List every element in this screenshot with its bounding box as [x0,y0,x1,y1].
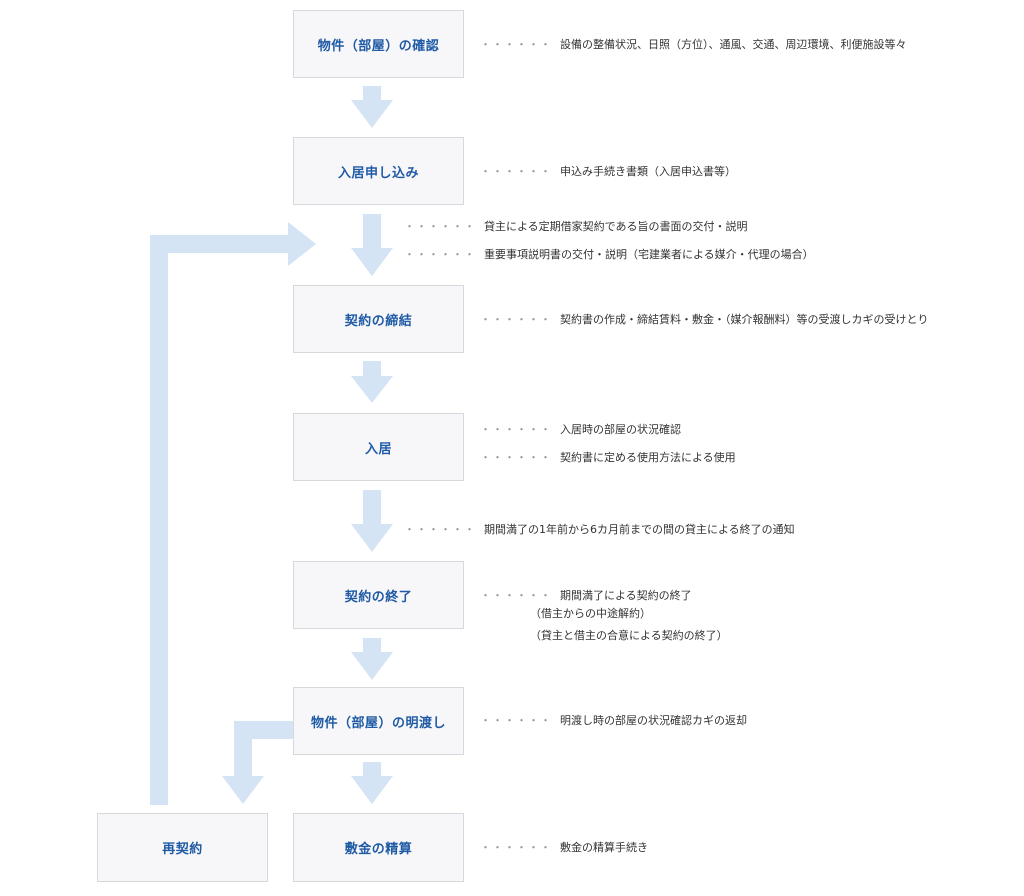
note-text: （借主からの中途解約） [530,607,651,620]
recontract-loop-arrow [150,222,316,805]
step-moushikomi-box: 入居申し込み [293,137,464,205]
dotted-leader: ・・・・・・ [480,165,552,178]
dotted-leader: ・・・・・・ [404,523,476,536]
step-kakunin-box: 物件（部屋）の確認 [293,10,464,78]
note-text: 敷金の精算手続き [560,841,648,854]
step-shuryo-box: 契約の終了 [293,561,464,629]
step-nyukyo-box: 入居 [293,413,464,481]
dotted-leader: ・・・・・・ [480,423,552,436]
note-akewatashi: ・・・・・・明渡し時の部屋の状況確認カギの返却 [480,714,747,728]
down-arrow-1 [351,86,393,128]
down-arrow-4 [351,490,393,552]
step-seisan-label: 敷金の精算 [344,842,413,857]
note-seisan: ・・・・・・敷金の精算手続き [480,841,648,855]
dotted-leader: ・・・・・・ [480,841,552,854]
step-seisan-box: 敷金の精算 [293,813,464,882]
note-text: 期間満了による契約の終了 [560,589,692,602]
note-text: 期間満了の1年前から6カ月前までの間の貸主による終了の通知 [484,523,795,536]
note-text: 明渡し時の部屋の状況確認カギの返却 [560,714,747,727]
dotted-leader: ・・・・・・ [480,313,552,326]
step-shuryo-label: 契約の終了 [344,589,413,605]
note-text: 設備の整備状況、日照（方位）、通風、交通、周辺環境、利便施設等々 [560,38,907,51]
step-saikeiyaku-label: 再契約 [162,842,203,857]
note-pre-teiketsu-2: ・・・・・・重要事項説明書の交付・説明（宅建業者による媒介・代理の場合） [404,248,814,262]
note-pre-teiketsu-1: ・・・・・・貸主による定期借家契約である旨の書面の交付・説明 [404,220,748,234]
step-teiketsu-box: 契約の締結 [293,285,464,353]
note-shuryo-2: （借主からの中途解約） [530,607,651,621]
note-text: 貸主による定期借家契約である旨の書面の交付・説明 [484,220,748,233]
dotted-leader: ・・・・・・ [480,451,552,464]
note-kakunin: ・・・・・・設備の整備状況、日照（方位）、通風、交通、周辺環境、利便施設等々 [480,38,907,52]
note-teiketsu: ・・・・・・契約書の作成・締結賃料・敷金・（媒介報酬料）等の受渡しカギの受けとり [480,313,929,327]
note-text: 重要事項説明書の交付・説明（宅建業者による媒介・代理の場合） [484,248,814,261]
down-arrow-6 [351,762,393,804]
note-text: 申込み手続き書類（入居申込書等） [560,165,736,178]
dotted-leader: ・・・・・・ [480,714,552,727]
note-nyukyo-1: ・・・・・・入居時の部屋の状況確認 [480,423,681,437]
dotted-leader: ・・・・・・ [404,248,476,261]
note-shuryo-1: ・・・・・・期間満了による契約の終了 [480,589,692,603]
note-text: 入居時の部屋の状況確認 [560,423,681,436]
step-nyukyo-label: 入居 [364,441,392,457]
step-akewatashi-label: 物件（部屋）の明渡し [310,715,446,731]
note-text: 契約書の作成・締結賃料・敷金・（媒介報酬料）等の受渡しカギの受けとり [560,313,929,326]
dotted-leader: ・・・・・・ [480,38,552,51]
dotted-leader: ・・・・・・ [480,589,552,602]
down-arrow-2 [351,214,393,276]
note-shuryo-3: （貸主と借主の合意による契約の終了） [530,629,728,643]
down-arrow-5 [351,638,393,680]
down-arrow-3 [351,361,393,403]
note-moushikomi: ・・・・・・申込み手続き書類（入居申込書等） [480,165,736,179]
step-kakunin-label: 物件（部屋）の確認 [317,38,440,54]
note-text: （貸主と借主の合意による契約の終了） [530,629,728,642]
step-akewatashi-box: 物件（部屋）の明渡し [293,687,464,755]
dotted-leader: ・・・・・・ [404,220,476,233]
note-text: 契約書に定める使用方法による使用 [560,451,736,464]
note-pre-shuryo: ・・・・・・期間満了の1年前から6カ月前までの間の貸主による終了の通知 [404,523,795,537]
to-recontract-arrow [222,721,293,804]
note-nyukyo-2: ・・・・・・契約書に定める使用方法による使用 [480,451,736,465]
step-saikeiyaku-box: 再契約 [97,813,268,882]
step-moushikomi-label: 入居申し込み [337,165,419,181]
step-teiketsu-label: 契約の締結 [344,313,413,329]
